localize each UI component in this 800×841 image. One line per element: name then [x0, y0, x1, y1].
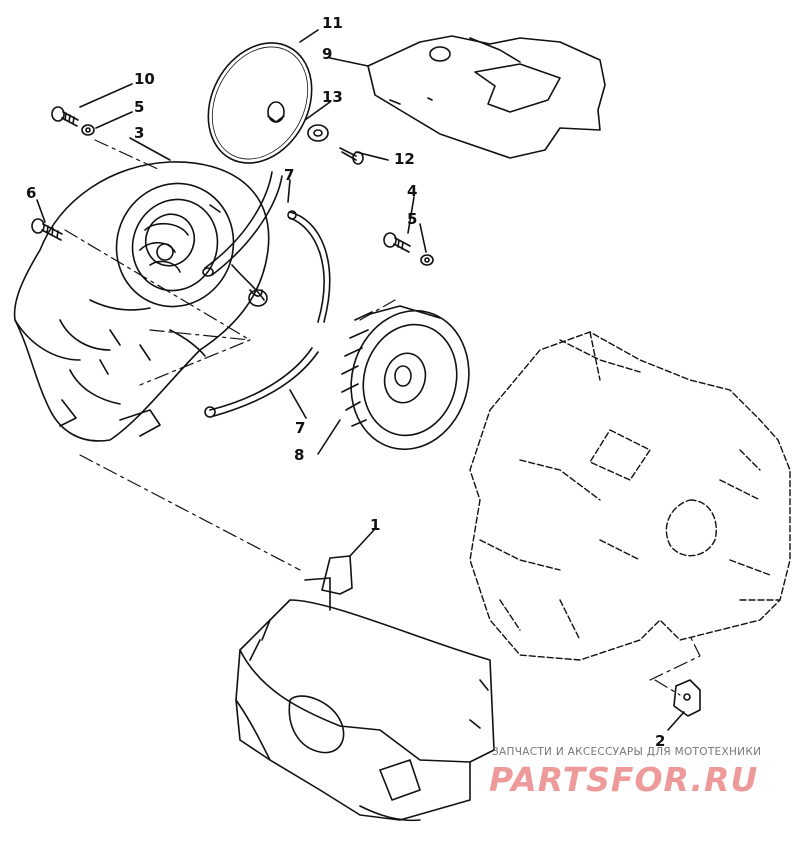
fan-housing-part-3 [13, 161, 270, 442]
callout-11: 11 [322, 14, 343, 32]
washer-part-5-upper [81, 124, 95, 136]
watermark-logo: PARTSFOR.RU [489, 760, 759, 799]
washer-part-5-lower [420, 254, 434, 266]
hose-part-7-lower [204, 347, 319, 418]
callout-7-upper: 7 [284, 166, 294, 184]
callout-13: 13 [322, 88, 343, 106]
assembly-alignment-lines [64, 139, 701, 696]
callout-3: 3 [134, 124, 144, 142]
shroud-part-1 [235, 555, 495, 822]
callout-5-lower: 5 [407, 210, 417, 228]
flywheel-part-8 [341, 305, 470, 451]
callout-1: 1 [370, 516, 380, 534]
bolt-part-4 [383, 232, 411, 253]
bolt-part-10 [51, 106, 79, 127]
callout-labels: 11 9 10 5 13 3 12 6 7 4 5 7 8 1 2 [26, 14, 665, 750]
callout-5-upper: 5 [134, 98, 144, 116]
callout-9: 9 [322, 45, 332, 63]
callout-7-lower: 7 [295, 419, 305, 437]
callout-8: 8 [294, 446, 304, 464]
callout-12: 12 [394, 150, 415, 168]
hose-part-7-upper [202, 171, 283, 277]
hose-part-7-right [287, 210, 331, 323]
screw-part-12 [339, 147, 364, 165]
washer-part-13 [307, 124, 329, 142]
gasket-plate-part-9 [367, 35, 606, 159]
clip-part-2 [673, 679, 701, 717]
callout-2: 2 [655, 732, 665, 750]
watermark-tagline: ЗАПЧАСТИ И АКСЕССУАРЫ ДЛЯ МОТОТЕХНИКИ [492, 746, 762, 758]
engine-outline [469, 331, 791, 661]
bolt-part-6 [31, 218, 63, 241]
callout-10: 10 [134, 70, 155, 88]
callout-6: 6 [26, 184, 36, 202]
gasket-disc-part-11 [207, 42, 313, 164]
callout-4: 4 [407, 182, 417, 200]
leader-lines [36, 29, 685, 731]
